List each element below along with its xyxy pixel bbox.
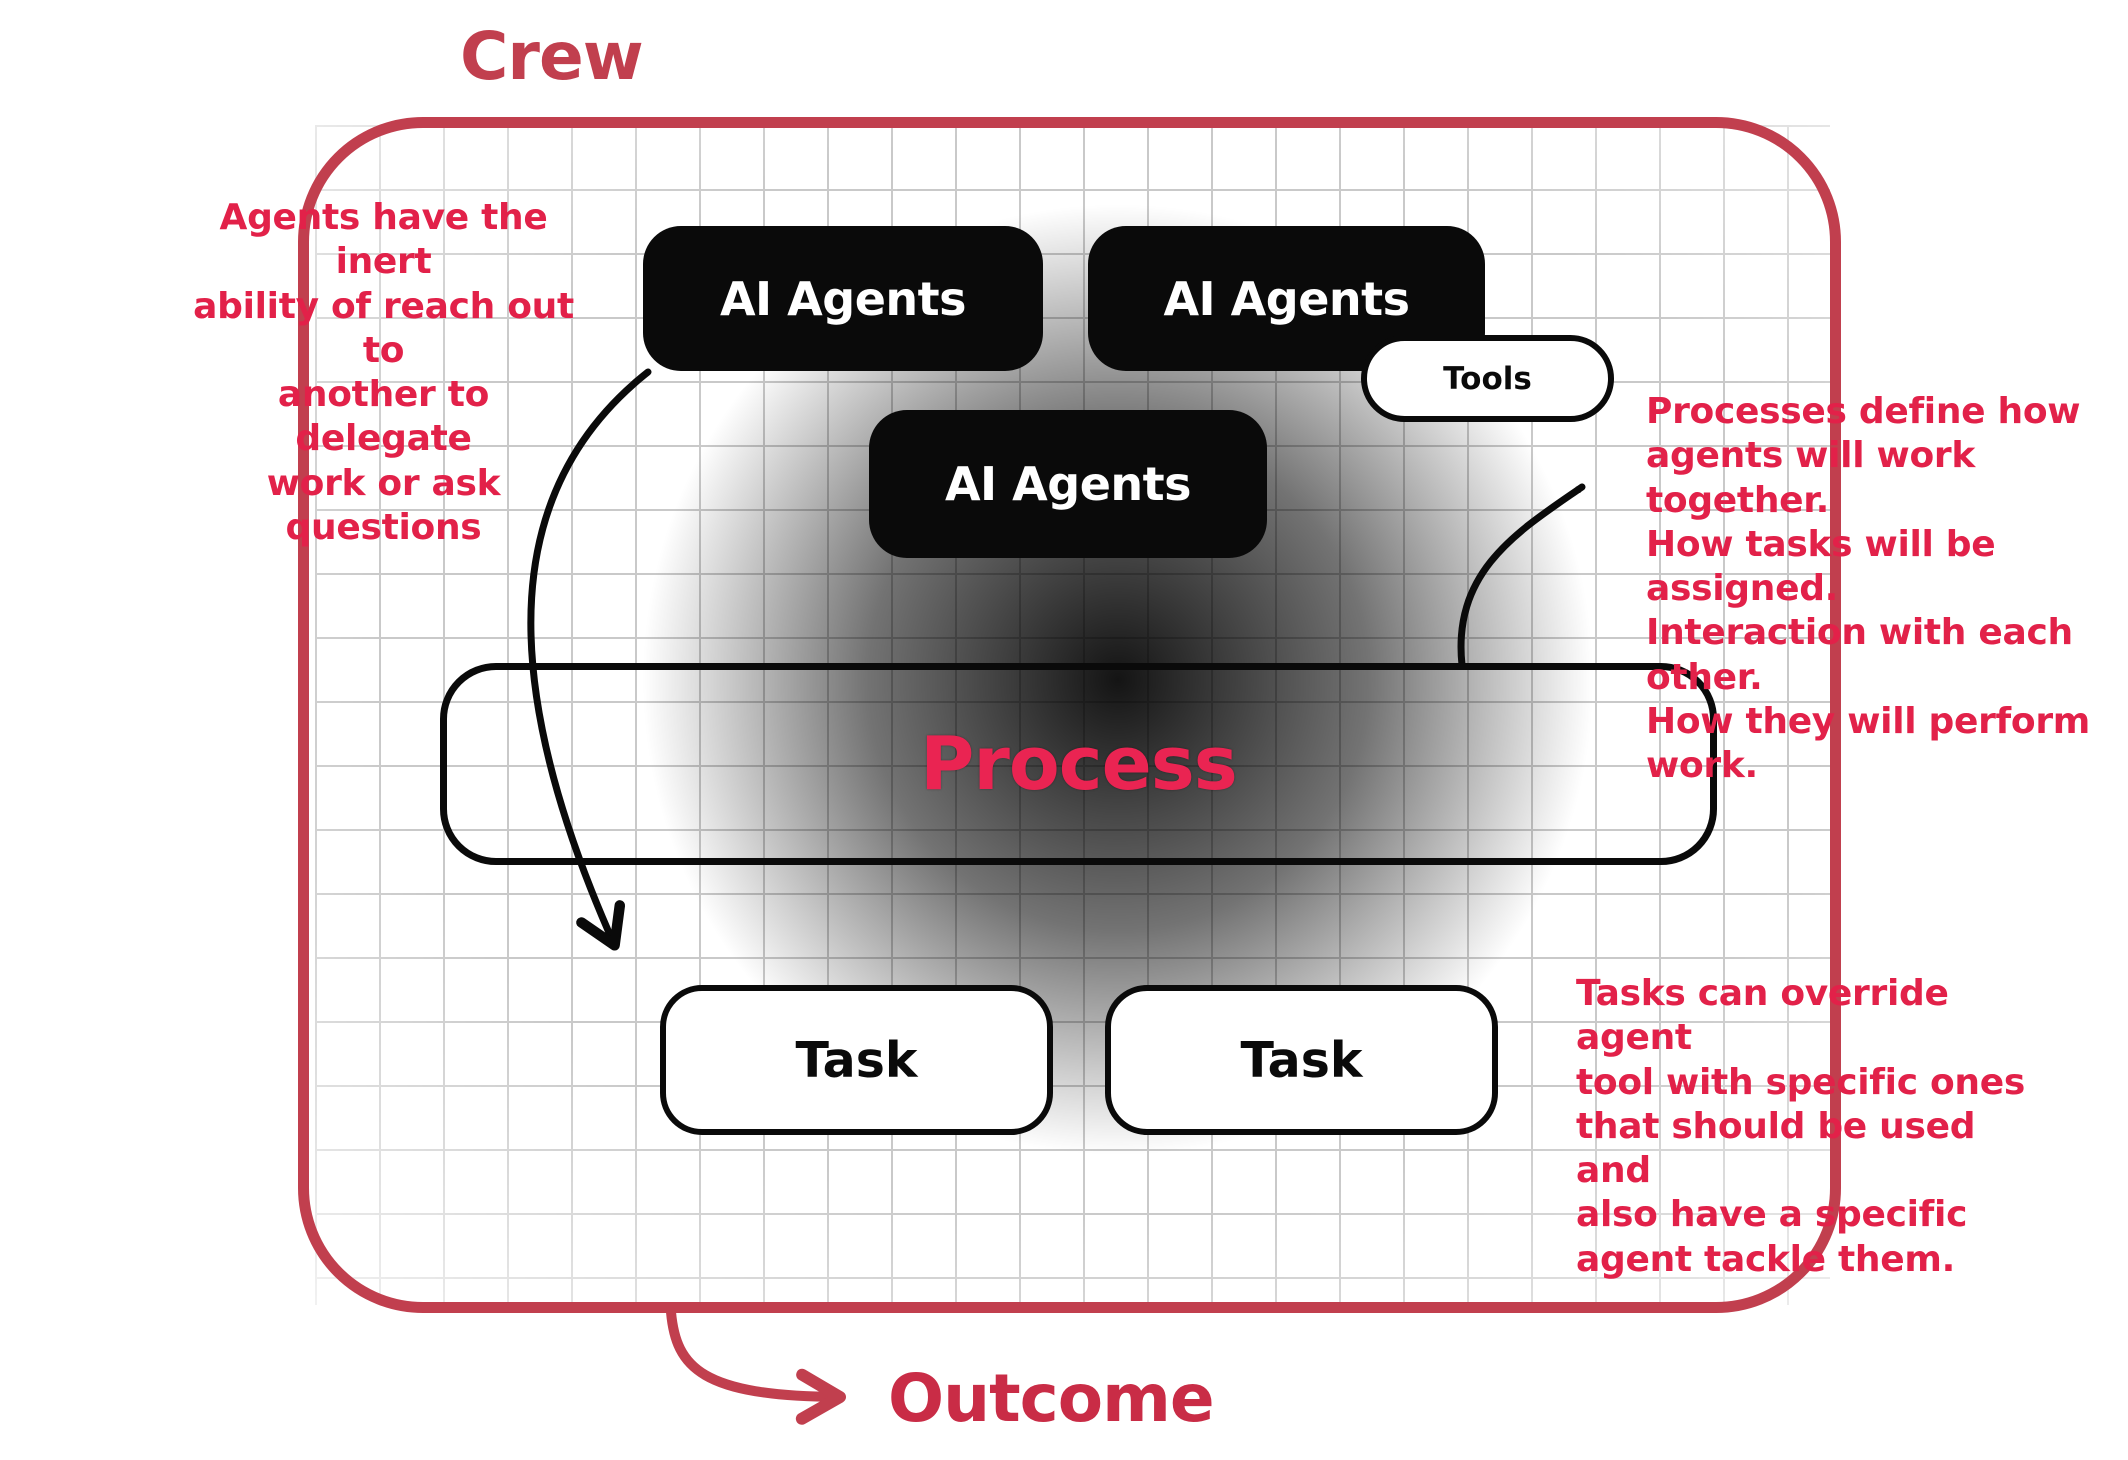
ai-agents-label-2: AI Agents — [1163, 271, 1410, 326]
ai-agents-box-1: AI Agents — [643, 226, 1043, 371]
ai-agents-label-1: AI Agents — [719, 271, 967, 326]
task-label-2: Task — [1240, 1031, 1363, 1089]
outcome-title: Outcome — [888, 1360, 1215, 1437]
task-label-1: Task — [795, 1031, 918, 1089]
task-box-1: Task — [660, 985, 1053, 1135]
ai-agents-label-3: AI Agents — [944, 457, 1192, 511]
annotation-agents-delegation: Agents have the inert ability of reach o… — [193, 197, 574, 548]
annotation-tasks: Tasks can override agent tool with speci… — [1576, 973, 2025, 1280]
crew-boundary-outline — [298, 117, 1841, 1313]
tools-label: Tools — [1443, 360, 1532, 397]
process-label: Process — [920, 721, 1238, 807]
crew-title: Crew — [460, 18, 644, 95]
process-box: Process — [440, 663, 1717, 865]
outcome-arrow — [666, 1307, 846, 1425]
task-box-2: Task — [1105, 985, 1498, 1135]
tools-badge: Tools — [1361, 335, 1614, 422]
ai-agents-box-3: AI Agents — [869, 410, 1267, 558]
annotation-processes: Processes define how agents will work to… — [1646, 391, 2091, 787]
